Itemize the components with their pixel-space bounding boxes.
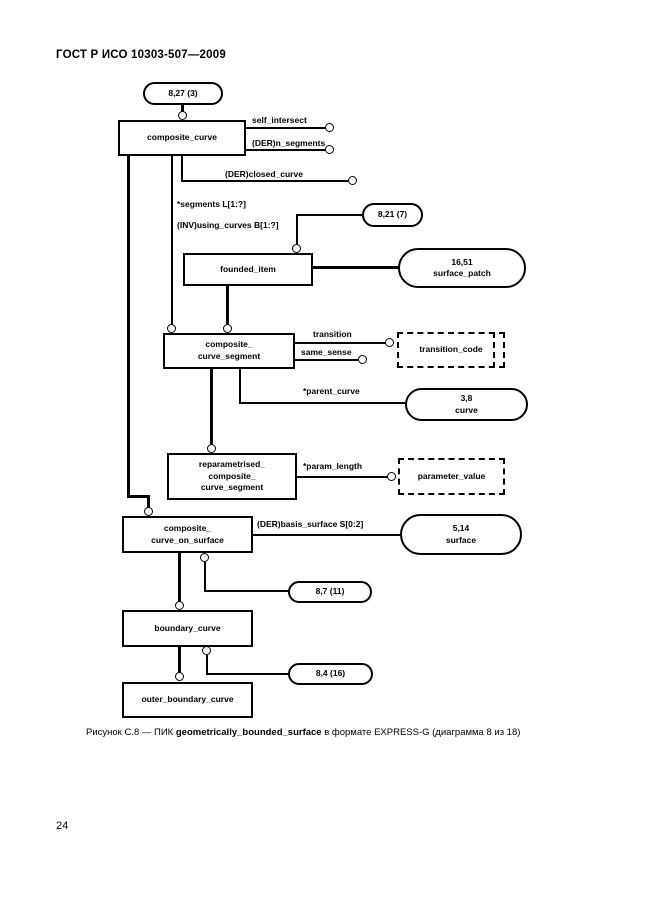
external-ref-oval-surface-patch: 16,51 surface_patch bbox=[398, 248, 526, 288]
relation-circle bbox=[325, 123, 334, 132]
relation-circle bbox=[385, 338, 394, 347]
attr-label-using-curves: (INV)using_curves B[1:?] bbox=[177, 220, 279, 230]
relation-circle bbox=[207, 444, 216, 453]
figure-caption-prefix: Рисунок С.8 — ПИК bbox=[86, 727, 176, 738]
connector-line bbox=[295, 359, 360, 361]
relation-circle bbox=[292, 244, 301, 253]
document-header: ГОСТ Р ИСО 10303-507—2009 bbox=[56, 49, 226, 61]
connector-line bbox=[296, 214, 298, 246]
connector-line bbox=[297, 214, 362, 216]
attr-label-transition: transition bbox=[313, 329, 352, 339]
relation-circle bbox=[200, 553, 209, 562]
relation-circle bbox=[202, 646, 211, 655]
entity-outer-boundary-curve: outer_boundary_curve bbox=[122, 682, 253, 718]
type-transition-code-label: transition_code bbox=[419, 344, 483, 355]
type-parameter-value: parameter_value bbox=[398, 458, 505, 495]
connector-line bbox=[206, 673, 288, 675]
relation-circle bbox=[178, 111, 187, 120]
relation-circle bbox=[348, 176, 357, 185]
supertype-line bbox=[210, 369, 213, 450]
type-transition-code: transition_code bbox=[397, 332, 505, 368]
entity-composite-curve-segment: composite_ curve_segment bbox=[163, 333, 295, 369]
relation-circle bbox=[144, 507, 153, 516]
attr-label-segments: *segments L[1:?] bbox=[177, 199, 246, 209]
connector-line bbox=[206, 655, 208, 675]
attr-label-param-length: *param_length bbox=[303, 461, 363, 471]
attr-label-parent-curve: *parent_curve bbox=[303, 386, 360, 396]
connector-line bbox=[204, 590, 288, 592]
connector-line bbox=[246, 127, 326, 129]
attr-label-closed-curve: (DER)closed_curve bbox=[225, 169, 303, 179]
attr-label-same-sense: same_sense bbox=[301, 347, 352, 357]
supertype-line bbox=[147, 495, 150, 508]
relation-circle bbox=[358, 355, 367, 364]
page-ref-oval-top: 8,27 (3) bbox=[143, 82, 223, 105]
relation-circle bbox=[223, 324, 232, 333]
connector-line bbox=[239, 402, 405, 404]
supertype-line bbox=[178, 553, 181, 603]
supertype-line bbox=[178, 647, 181, 674]
enumeration-double-bar bbox=[493, 332, 499, 368]
relation-circle bbox=[167, 324, 176, 333]
entity-reparametrised-composite-curve-segment: reparametrised_ composite_ curve_segment bbox=[167, 453, 297, 500]
connector-line bbox=[204, 562, 206, 592]
figure-caption-entity-name: geometrically_bounded_surface bbox=[175, 727, 322, 738]
relation-circle bbox=[175, 601, 184, 610]
connector-line bbox=[295, 342, 387, 344]
connector-line bbox=[239, 369, 241, 404]
attr-label-n-segments: (DER)n_segments bbox=[252, 138, 326, 148]
attr-label-self-intersect: self_intersect bbox=[252, 115, 307, 125]
relation-circle bbox=[387, 472, 396, 481]
external-ref-oval-curve: 3,8 curve bbox=[405, 388, 528, 421]
attr-label-basis-surface: (DER)basis_surface S[0:2] bbox=[257, 519, 364, 529]
connector-line bbox=[246, 149, 326, 151]
supertype-line bbox=[313, 266, 398, 269]
supertype-line bbox=[127, 156, 130, 498]
connector-line bbox=[181, 180, 349, 182]
entity-composite-curve: composite_curve bbox=[118, 120, 246, 156]
page-ref-oval-curve-on-surface: 8,7 (11) bbox=[288, 581, 372, 603]
connector-line bbox=[181, 104, 184, 112]
entity-composite-curve-on-surface: composite_ curve_on_surface bbox=[122, 516, 253, 553]
relation-circle bbox=[325, 145, 334, 154]
page-ref-oval-founded-item: 8,21 (7) bbox=[362, 203, 423, 227]
page-number: 24 bbox=[56, 820, 69, 832]
connector-line bbox=[253, 534, 400, 536]
page-ref-oval-boundary-curve: 8,4 (16) bbox=[288, 663, 373, 685]
entity-founded-item: founded_item bbox=[183, 253, 313, 286]
figure-caption: Рисунок С.8 — ПИК geometrically_bounded_… bbox=[86, 727, 520, 738]
connector-line bbox=[181, 156, 183, 182]
figure-caption-suffix: в формате EXPRESS-G (диаграмма 8 из 18) bbox=[321, 727, 521, 738]
entity-boundary-curve: boundary_curve bbox=[122, 610, 253, 647]
relation-circle bbox=[175, 672, 184, 681]
supertype-line bbox=[226, 286, 229, 326]
external-ref-oval-surface: 5,14 surface bbox=[400, 514, 522, 555]
supertype-line bbox=[127, 495, 150, 498]
connector-line bbox=[171, 156, 173, 326]
connector-line bbox=[297, 476, 389, 478]
